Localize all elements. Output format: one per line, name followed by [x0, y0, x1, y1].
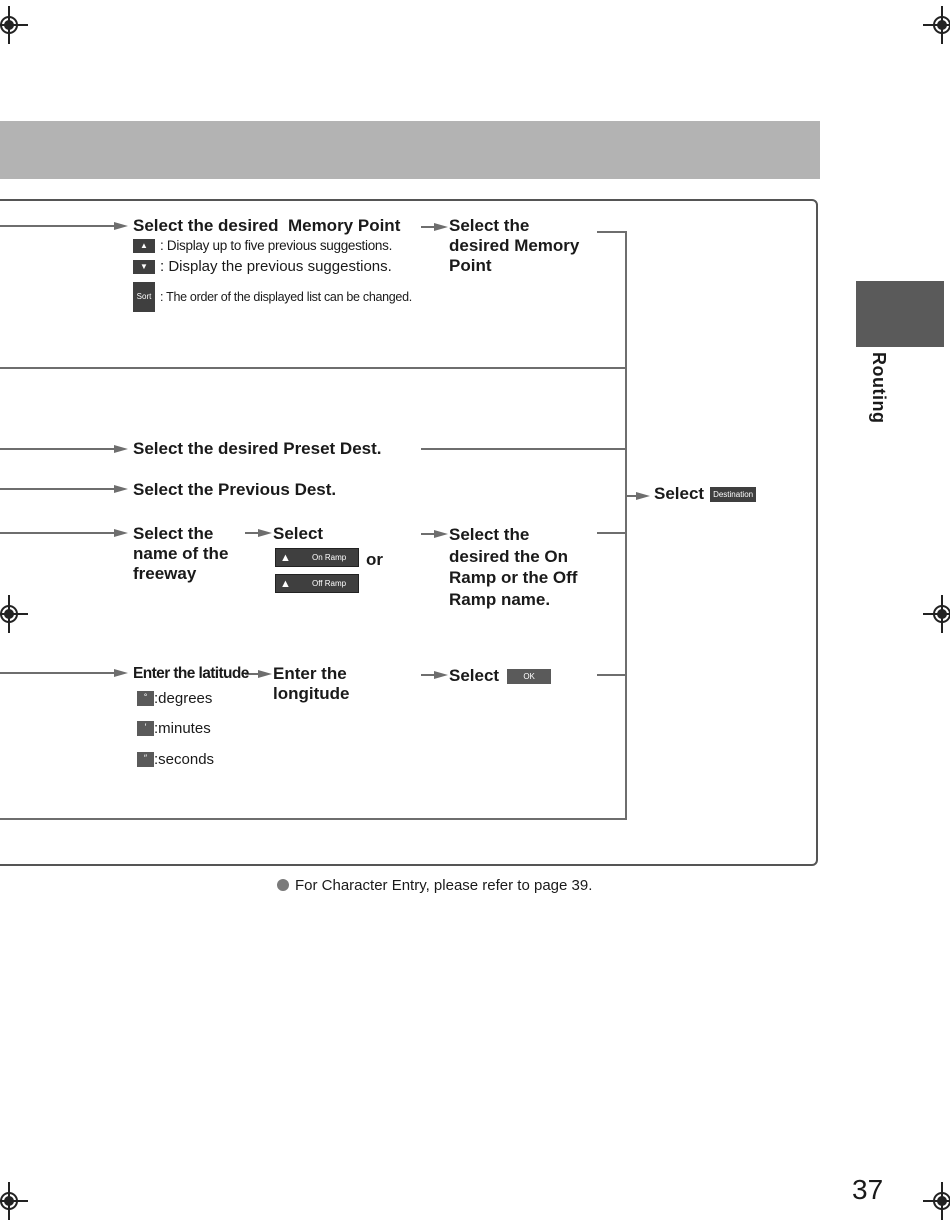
memory-step2: Select the desired Memory Point [449, 216, 580, 275]
triangle-up-icon: ▲ [133, 238, 155, 253]
coords-step3: Select OK [449, 666, 552, 686]
off-ramp-button: ▲ Off Ramp [275, 574, 359, 593]
arrow-icon [114, 529, 128, 537]
freeway-step3: Select the desired the On Ramp or the Of… [449, 525, 578, 609]
connector-line [0, 488, 114, 490]
registration-mark-bottom-left [0, 1182, 28, 1220]
registration-mark-bottom-right [923, 1182, 950, 1220]
registration-mark-top-left [0, 6, 28, 44]
connector-line [421, 533, 435, 535]
off-ramp-icon: ▲ [280, 577, 291, 590]
row-divider [0, 367, 627, 369]
triangle-down-icon: ▼ [133, 259, 155, 274]
memory-sort-row: Sort : The order of the displayed list c… [133, 282, 412, 312]
row-divider [0, 818, 627, 820]
seconds-row: ″ :seconds [137, 751, 214, 768]
memory-step1: Select the desired Memory Point [133, 216, 401, 235]
registration-mark-mid-right [923, 595, 950, 633]
minutes-icon: ′ [137, 721, 154, 736]
coords-step1: Enter the latitude [133, 665, 249, 682]
sort-button: Sort [133, 282, 155, 312]
previous-step1: Select the Previous Dest. [133, 480, 337, 499]
bullet-icon [277, 879, 289, 891]
registration-mark-top-right [923, 6, 950, 44]
connector-line [0, 225, 114, 227]
connector-line [627, 495, 637, 497]
preset-step1: Select the desired Preset Dest. [133, 439, 382, 458]
degrees-icon: ° [137, 691, 154, 706]
connector-line [0, 672, 114, 674]
arrow-icon [636, 492, 650, 500]
memory-up-desc: : Display up to five previous suggestion… [160, 238, 393, 253]
side-tab-box [856, 281, 944, 347]
connector-line [597, 674, 627, 676]
flow-frame [0, 199, 818, 866]
connector-line [421, 674, 435, 676]
footer-note: For Character Entry, please refer to pag… [277, 877, 592, 894]
freeway-step1: Select the name of the freeway [133, 524, 229, 583]
seconds-icon: ″ [137, 752, 154, 767]
collector-line [625, 231, 627, 820]
on-ramp-icon: ▲ [280, 551, 291, 564]
page-number: 37 [852, 1174, 884, 1205]
minutes-row: ′ :minutes [137, 720, 211, 737]
memory-down-row: ▼ : Display the previous suggestions. [133, 258, 392, 275]
connector-line [597, 532, 627, 534]
coords-step2: Enter the longitude [273, 664, 350, 703]
freeway-step2-label: Select [273, 524, 324, 543]
on-ramp-button: ▲ On Ramp [275, 548, 359, 567]
connector-line [421, 226, 435, 228]
side-tab-label: Routing [869, 352, 889, 424]
degrees-row: ° :degrees [137, 690, 212, 707]
arrow-icon [258, 670, 272, 678]
final-step: Select Destination [654, 484, 757, 504]
memory-sort-desc: : The order of the displayed list can be… [160, 289, 412, 304]
memory-up-row: ▲ : Display up to five previous suggesti… [133, 237, 392, 254]
arrow-icon [114, 669, 128, 677]
connector-line [0, 532, 114, 534]
arrow-icon [114, 222, 128, 230]
arrow-icon [434, 530, 448, 538]
connector-line [245, 673, 259, 675]
registration-mark-mid-left [0, 595, 28, 633]
connector-line [597, 231, 627, 233]
destination-button: Destination [710, 486, 757, 502]
arrow-icon [258, 529, 272, 537]
connector-line [0, 448, 114, 450]
arrow-icon [114, 485, 128, 493]
connector-line [245, 532, 259, 534]
arrow-icon [114, 445, 128, 453]
header-band [0, 121, 820, 179]
ok-button: OK [507, 668, 552, 684]
arrow-icon [434, 223, 448, 231]
connector-line [421, 448, 627, 450]
arrow-icon [434, 671, 448, 679]
memory-down-desc: : Display the previous suggestions. [160, 258, 392, 275]
or-text: or [366, 550, 383, 569]
